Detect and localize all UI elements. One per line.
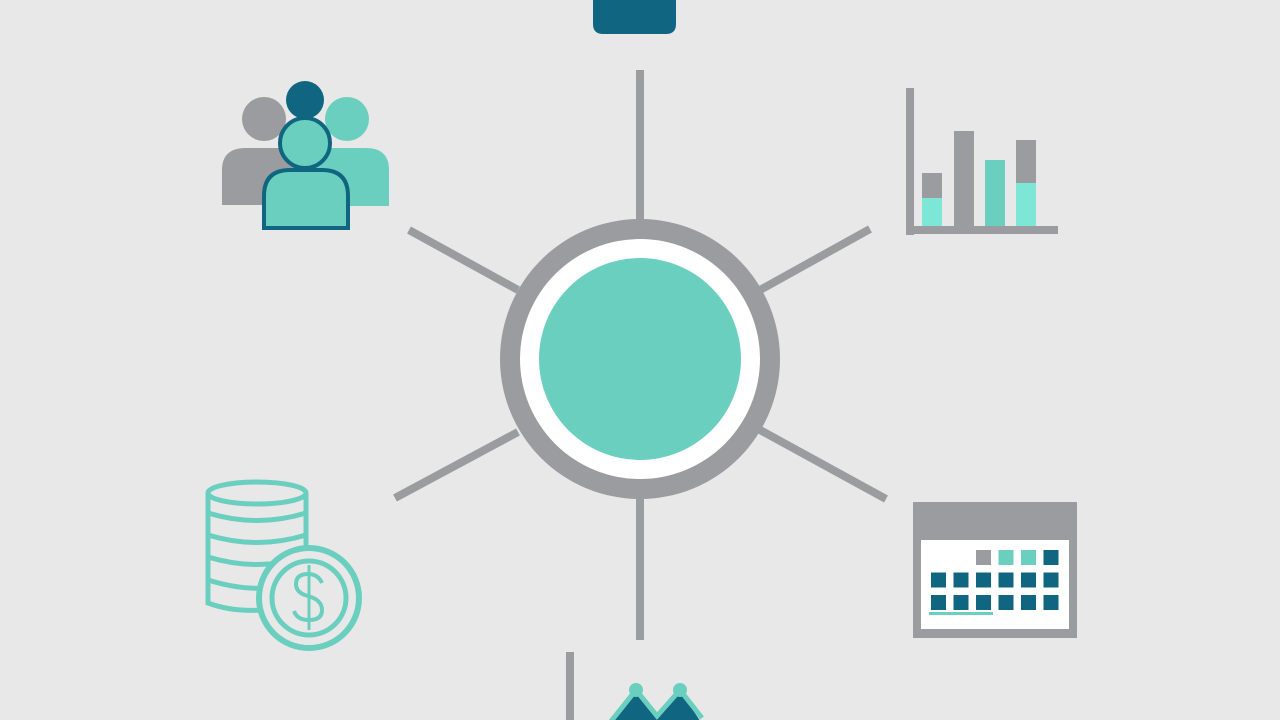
calendar-icon xyxy=(913,502,1077,638)
central-hub xyxy=(500,219,780,499)
calendar-highlight-bar xyxy=(929,612,993,615)
calendar-day-cell xyxy=(1043,550,1059,565)
rounded-tab-icon xyxy=(593,0,676,34)
calendar-day-cell xyxy=(953,595,969,610)
calendar-day-cell xyxy=(953,572,969,588)
bar-chart-icon xyxy=(906,88,1058,235)
calendar-day-cell xyxy=(931,572,946,588)
calendar-day-cell xyxy=(1021,595,1036,610)
calendar-day-cell xyxy=(976,550,991,565)
hub-core xyxy=(539,258,741,460)
calendar-day-cell xyxy=(1043,595,1059,610)
spoke-lower-right xyxy=(758,426,888,503)
spokes xyxy=(393,70,888,640)
calendar-day-cell xyxy=(998,595,1014,610)
calendar-day-cell xyxy=(1021,572,1036,588)
people-group-icon xyxy=(222,81,389,230)
line-chart-icon xyxy=(566,652,704,720)
calendar-day-cell xyxy=(998,550,1014,565)
calendar-day-cell xyxy=(1043,572,1059,588)
spoke-upper-left xyxy=(407,226,520,294)
calendar-day-cell xyxy=(931,595,946,610)
spoke-upper-right xyxy=(758,225,872,294)
spoke-lower-left xyxy=(393,428,520,502)
calendar-day-cell xyxy=(976,595,991,610)
coins-dollar-icon xyxy=(205,479,362,651)
calendar-day-cell xyxy=(998,572,1014,588)
calendar-day-cell xyxy=(1021,550,1036,565)
calendar-day-cell xyxy=(976,572,991,588)
